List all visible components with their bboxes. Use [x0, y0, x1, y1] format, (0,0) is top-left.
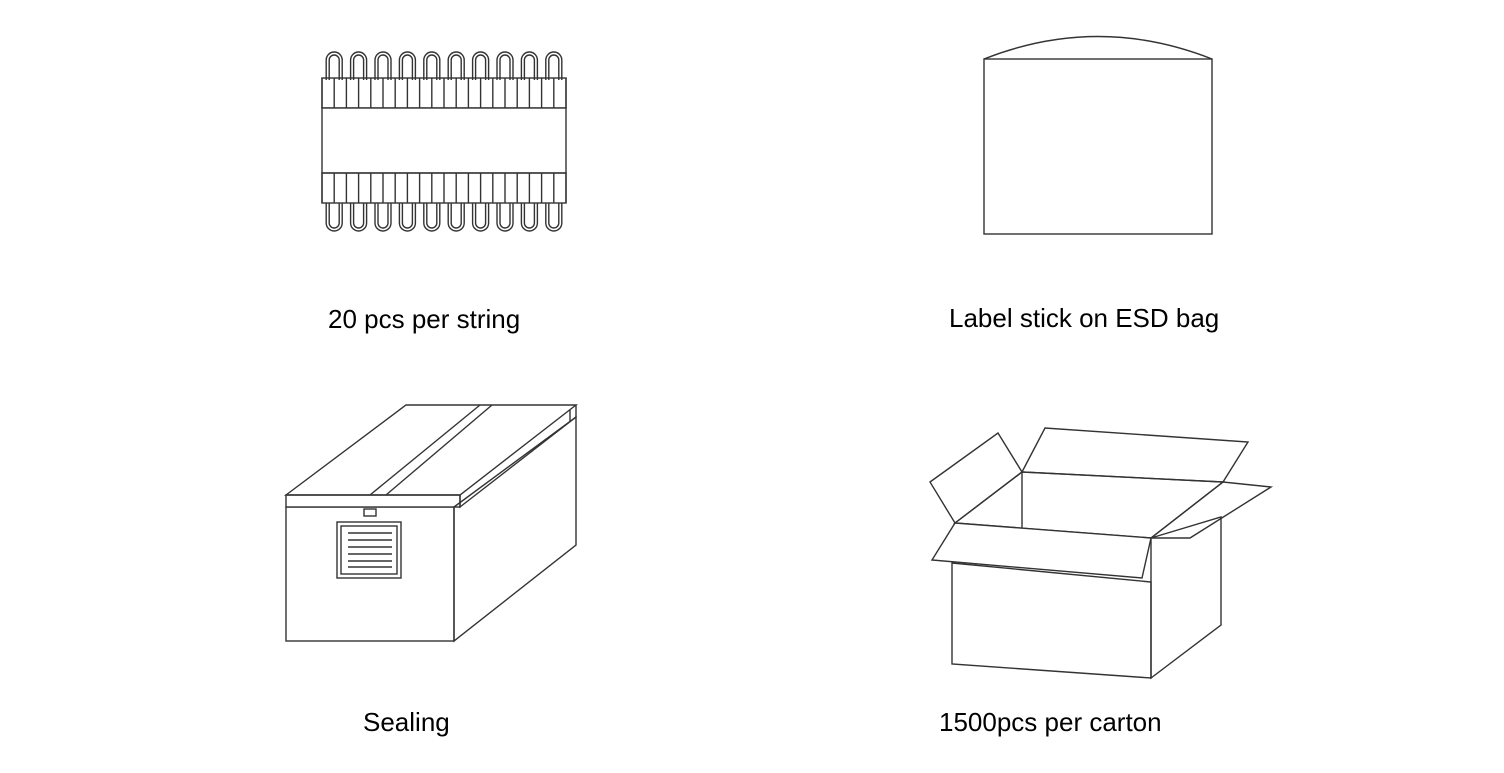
led-string-illustration	[300, 20, 590, 255]
caption-carton: 1500pcs per carton	[939, 707, 1162, 737]
caption-esd-bag: Label stick on ESD bag	[949, 303, 1220, 333]
caption-sealing: Sealing	[363, 707, 450, 737]
caption-string: 20 pcs per string	[328, 304, 521, 334]
sealed-box-illustration	[270, 395, 590, 660]
esd-bag-illustration	[970, 20, 1230, 255]
open-carton-illustration	[920, 420, 1280, 695]
